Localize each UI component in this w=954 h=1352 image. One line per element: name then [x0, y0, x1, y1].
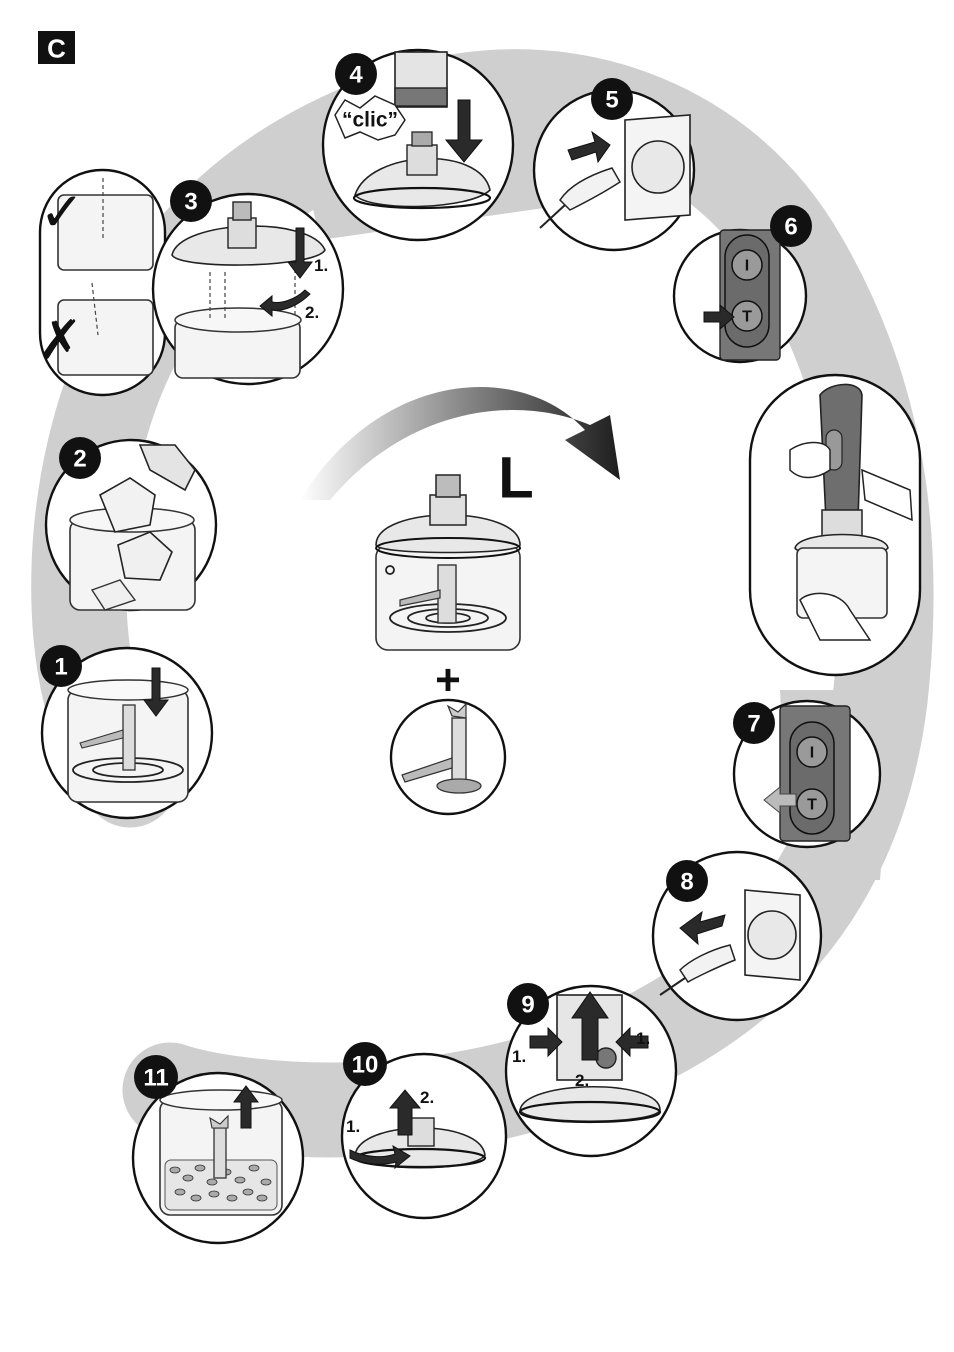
- blade-bubble: [389, 698, 507, 816]
- step-2-bubble: [44, 438, 218, 612]
- step-10-number: 10: [352, 1052, 379, 1079]
- step-2-number: 2: [73, 446, 86, 473]
- step-3-substep-2: 2.: [305, 303, 319, 322]
- operation-capsule: [748, 373, 922, 677]
- step-10-substep-1: 1.: [346, 1117, 360, 1136]
- step-8-badge: [666, 860, 708, 902]
- step-5-bubble: [532, 88, 696, 252]
- step-3-substep-1: 1.: [314, 256, 328, 275]
- correct-mark: ✓: [39, 181, 84, 244]
- lid-check-capsule: ✓ ✗: [37, 168, 167, 397]
- step-10-substep-2: 2.: [420, 1088, 434, 1107]
- step-4-badge: [335, 53, 377, 95]
- step-3-number: 3: [184, 189, 197, 216]
- step-10-bubble: 1. 2.: [340, 1052, 508, 1220]
- step-7-on-glyph: I: [810, 745, 814, 762]
- step-10-badge: [343, 1042, 387, 1086]
- step-1-badge: [40, 645, 82, 687]
- step-8-number: 8: [680, 869, 693, 896]
- step-6-turbo-glyph: T: [742, 309, 752, 326]
- step-5-number: 5: [605, 87, 618, 114]
- step-11-bubble: [131, 1071, 305, 1245]
- step-6-number: 6: [784, 214, 797, 241]
- step-7-bubble: I T: [732, 699, 882, 849]
- center-label: L: [498, 446, 533, 511]
- step-9-bubble: 1. 1. 2.: [504, 984, 678, 1158]
- step-11-number: 11: [143, 1065, 168, 1092]
- section-letter-box: [38, 31, 75, 64]
- step-3-badge: [170, 180, 212, 222]
- step-5-badge: [591, 78, 633, 120]
- step-4-number: 4: [349, 62, 363, 89]
- step-6-badge: [770, 205, 812, 247]
- rotation-arc-arrow: [300, 386, 620, 500]
- step-6-on-glyph: I: [745, 258, 749, 275]
- wrong-mark: ✗: [37, 309, 82, 372]
- plus-sign: +: [435, 656, 461, 705]
- step-9-substep-middle: 2.: [575, 1071, 589, 1090]
- step-2-badge: [59, 437, 101, 479]
- clic-sound-label: “clic”: [342, 109, 398, 132]
- step-3-bubble: 1. 2.: [151, 192, 345, 386]
- step-9-number: 9: [521, 992, 534, 1019]
- step-1-bubble: [40, 646, 214, 820]
- step-4-bubble: “clic”: [321, 48, 515, 242]
- step-9-badge: [507, 983, 549, 1025]
- section-letter: C: [47, 34, 66, 64]
- step-1-number: 1: [54, 654, 67, 681]
- step-7-number: 7: [747, 711, 760, 738]
- center-chopper: [375, 474, 521, 651]
- step-9-substep-left: 1.: [512, 1047, 526, 1066]
- step-9-substep-right: 1.: [636, 1029, 650, 1048]
- step-7-badge: [733, 702, 775, 744]
- step-6-bubble: I T: [672, 228, 808, 364]
- step-7-turbo-glyph: T: [807, 797, 817, 814]
- step-11-badge: [134, 1055, 178, 1099]
